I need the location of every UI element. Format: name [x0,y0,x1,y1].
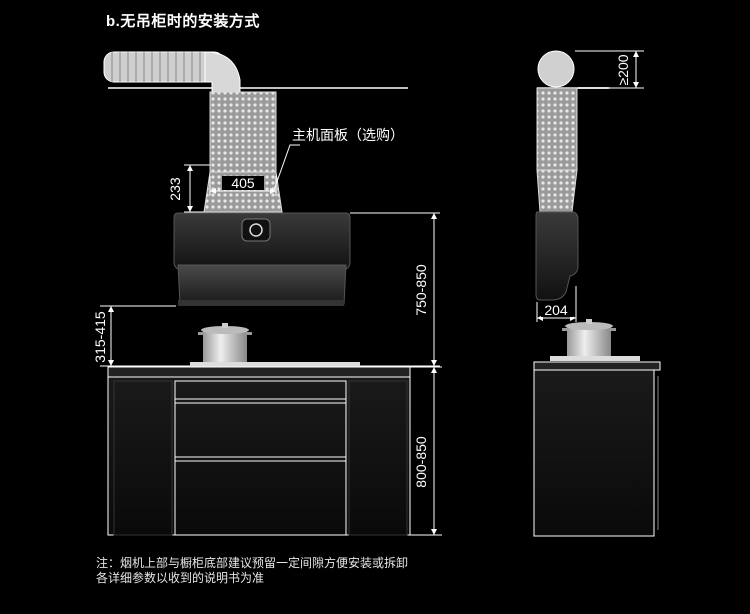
duct-cover-upper [209,91,277,173]
flexible-duct [103,51,241,97]
duct-cover-side-lower [536,169,578,213]
panel-callout-label: 主机面板（选购） [292,127,404,143]
range-hood-side [535,211,579,301]
cabinet-height-label: 800-850 [413,436,429,488]
hood-to-floor-label: 750-850 [413,264,429,316]
duct-height-label: 233 [167,177,183,201]
note-line-1: 注：烟机上部与橱柜底部建议预留一定间隙方便安装或拆卸 [96,556,409,570]
diagram-title: b.无吊柜时的安装方式 [106,13,260,30]
pot-side [562,319,616,356]
hood-to-stove-label: 315-415 [92,311,108,363]
cooktop-side [550,356,640,361]
duct-cover-side-upper [536,87,578,171]
cabinet-side [533,361,661,537]
power-icon [249,223,263,237]
duct-width-label: 405 [231,175,255,191]
cabinet-front [107,366,411,536]
side-depth-label: 204 [544,302,568,318]
pot-front [198,323,252,362]
duct-end-side [537,50,575,88]
cooktop-front [190,362,360,367]
note-line-2: 各详细参数以收到的说明书为准 [96,571,265,585]
control-panel [241,218,271,242]
duct-clearance-label: ≥200 [615,54,631,85]
panel-callout-line [273,144,300,191]
range-hood-front [173,212,351,306]
